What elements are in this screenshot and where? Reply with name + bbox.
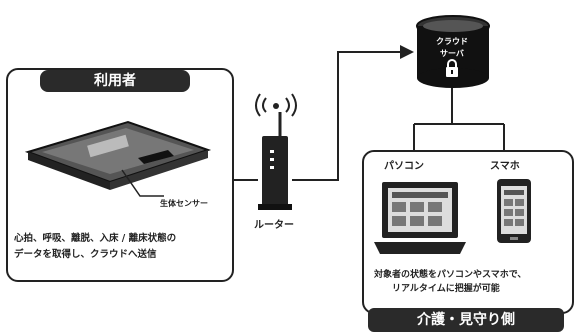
cloud-server-icon	[416, 15, 490, 88]
care-caption-line1: 対象者の状態をパソコンやスマホで、	[374, 270, 527, 280]
laptop-icon	[374, 182, 466, 254]
phone-label: スマホ	[490, 161, 520, 172]
smartphone-icon	[497, 179, 531, 243]
pc-label: パソコン	[384, 161, 424, 172]
user-caption-line1: 心拍、呼吸、離脱、入床 / 離床状態の	[14, 233, 177, 244]
care-panel-title: 介護・見守り側	[368, 308, 564, 332]
sensor-label: 生体センサー	[160, 199, 208, 208]
sensor-pointer-line	[121, 169, 164, 197]
user-caption-line2: データを取得し、クラウドへ送信	[14, 249, 157, 260]
sensor-device-icon	[24, 120, 212, 190]
wifi-signal-icon	[255, 93, 297, 117]
lock-icon	[446, 59, 458, 77]
cloud-label-line2: サーバ	[440, 49, 464, 58]
user-panel-title: 利用者	[40, 70, 190, 92]
router-icon	[258, 112, 292, 210]
router-label: ルーター	[254, 220, 294, 231]
care-caption-line2: リアルタイムに把握が可能	[392, 284, 500, 294]
cloud-label-line1: クラウド	[436, 37, 468, 46]
